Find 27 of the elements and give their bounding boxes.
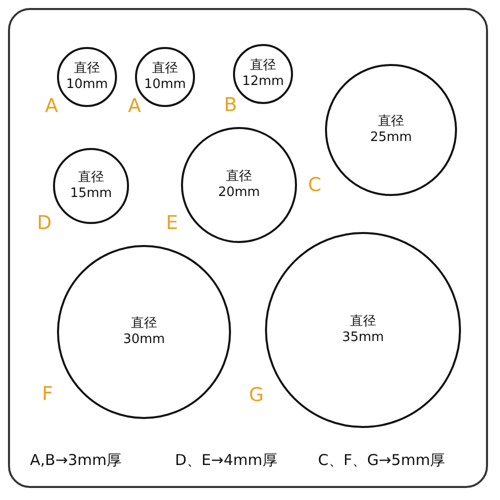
diameter-value: 10mm	[144, 77, 186, 93]
letter-label: D	[37, 212, 52, 234]
diameter-value: 30mm	[123, 332, 165, 348]
thickness-note: C、F、G→5mm厚	[318, 450, 446, 470]
thickness-note: D、E→4mm厚	[175, 450, 278, 470]
thickness-note: A,B→3mm厚	[30, 450, 122, 470]
letter-label: B	[224, 94, 238, 116]
letter-label: G	[249, 384, 264, 406]
diameter-heading: 直径	[250, 58, 276, 74]
letter-label: C	[308, 174, 322, 196]
diameter-heading: 直径	[350, 314, 376, 330]
diameter-value: 12mm	[242, 74, 284, 90]
diameter-heading: 直径	[78, 170, 104, 186]
diameter-value: 15mm	[70, 186, 112, 202]
diameter-heading: 直径	[74, 61, 100, 77]
letter-label: F	[42, 383, 53, 405]
letter-label: E	[166, 212, 178, 234]
letter-label: A	[45, 95, 58, 117]
letter-label: A	[128, 95, 141, 117]
diameter-heading: 直径	[152, 61, 178, 77]
diameter-heading: 直径	[131, 316, 157, 332]
diameter-value: 10mm	[66, 77, 108, 93]
diameter-value: 35mm	[342, 330, 384, 346]
diameter-value: 25mm	[370, 130, 412, 146]
diameter-value: 20mm	[218, 185, 260, 201]
diameter-heading: 直径	[378, 114, 404, 130]
diameter-heading: 直径	[226, 169, 252, 185]
